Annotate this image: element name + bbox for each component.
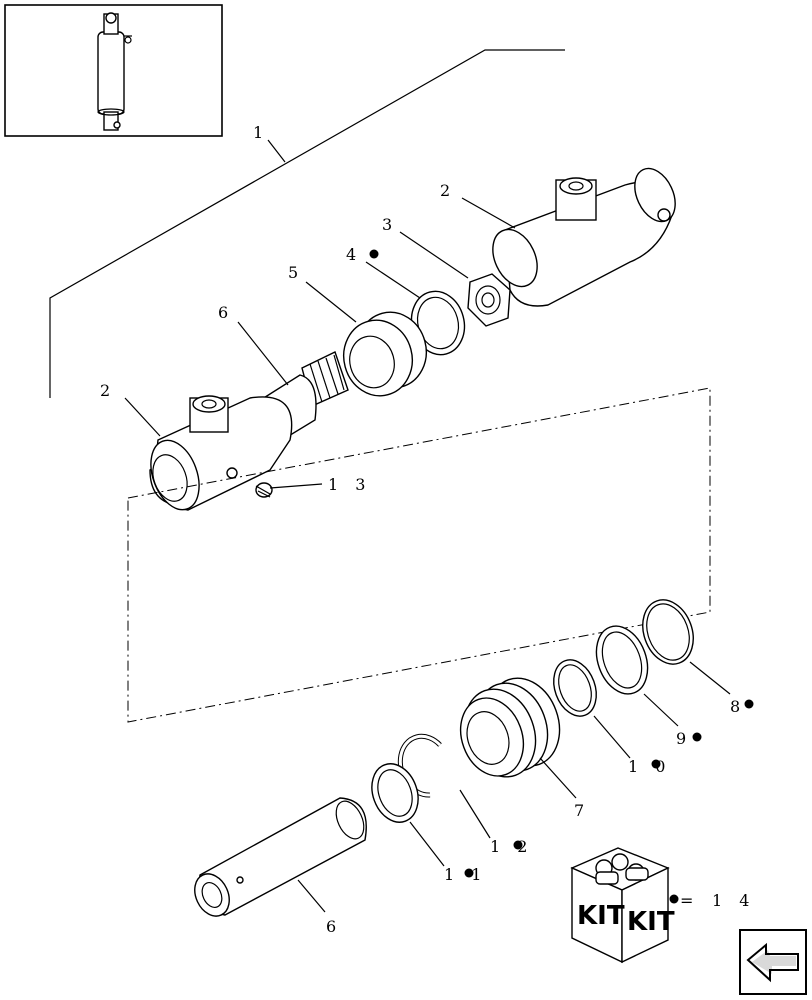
- assembly-bracket-line: [49, 49, 565, 398]
- hex-nut: [467, 273, 511, 327]
- kit-box-icon: KIT KIT: [570, 847, 675, 964]
- callout-2-left: 2: [100, 381, 116, 400]
- seal-ring-8: [642, 599, 694, 665]
- rod-6-bottom: [194, 797, 367, 917]
- callout-10: 1 0: [628, 757, 671, 776]
- detail-enclosure: [127, 387, 711, 723]
- set-screw: [255, 482, 273, 498]
- callout-12: 1 2: [490, 837, 533, 856]
- back-arrow-icon[interactable]: [739, 929, 807, 995]
- callout-8: 8: [730, 697, 746, 716]
- callout-5: 5: [288, 263, 304, 282]
- kit-bullet-icon: [369, 249, 754, 904]
- callout-3: 3: [382, 215, 398, 234]
- callout-4: 4: [346, 245, 362, 264]
- gland-7: [459, 677, 561, 778]
- callout-1: 1: [253, 123, 269, 142]
- callout-9: 9: [676, 729, 692, 748]
- callout-13: 1 3: [328, 475, 371, 494]
- piston: [343, 311, 427, 397]
- seal-ring-10: [553, 659, 597, 717]
- leader-lines: [124, 139, 731, 913]
- cylinder-body-top: [492, 167, 676, 307]
- callout-2-top: 2: [440, 181, 456, 200]
- cylinder-assembly-thumbnail-icon: [97, 12, 132, 131]
- kit-equals-sign: =: [680, 891, 699, 910]
- callout-14: 1 4: [712, 891, 755, 910]
- kit-label-right: KIT: [627, 907, 675, 937]
- seal-ring-11: [371, 763, 419, 823]
- assembly-thumbnail[interactable]: [4, 4, 223, 137]
- callout-7: 7: [574, 801, 590, 820]
- cylinder-body-bottom: [150, 395, 293, 511]
- callout-6-bottom: 6: [326, 917, 342, 936]
- kit-label-left: KIT: [577, 901, 625, 931]
- seal-ring-9: [595, 625, 649, 695]
- callout-6-top: 6: [218, 303, 234, 322]
